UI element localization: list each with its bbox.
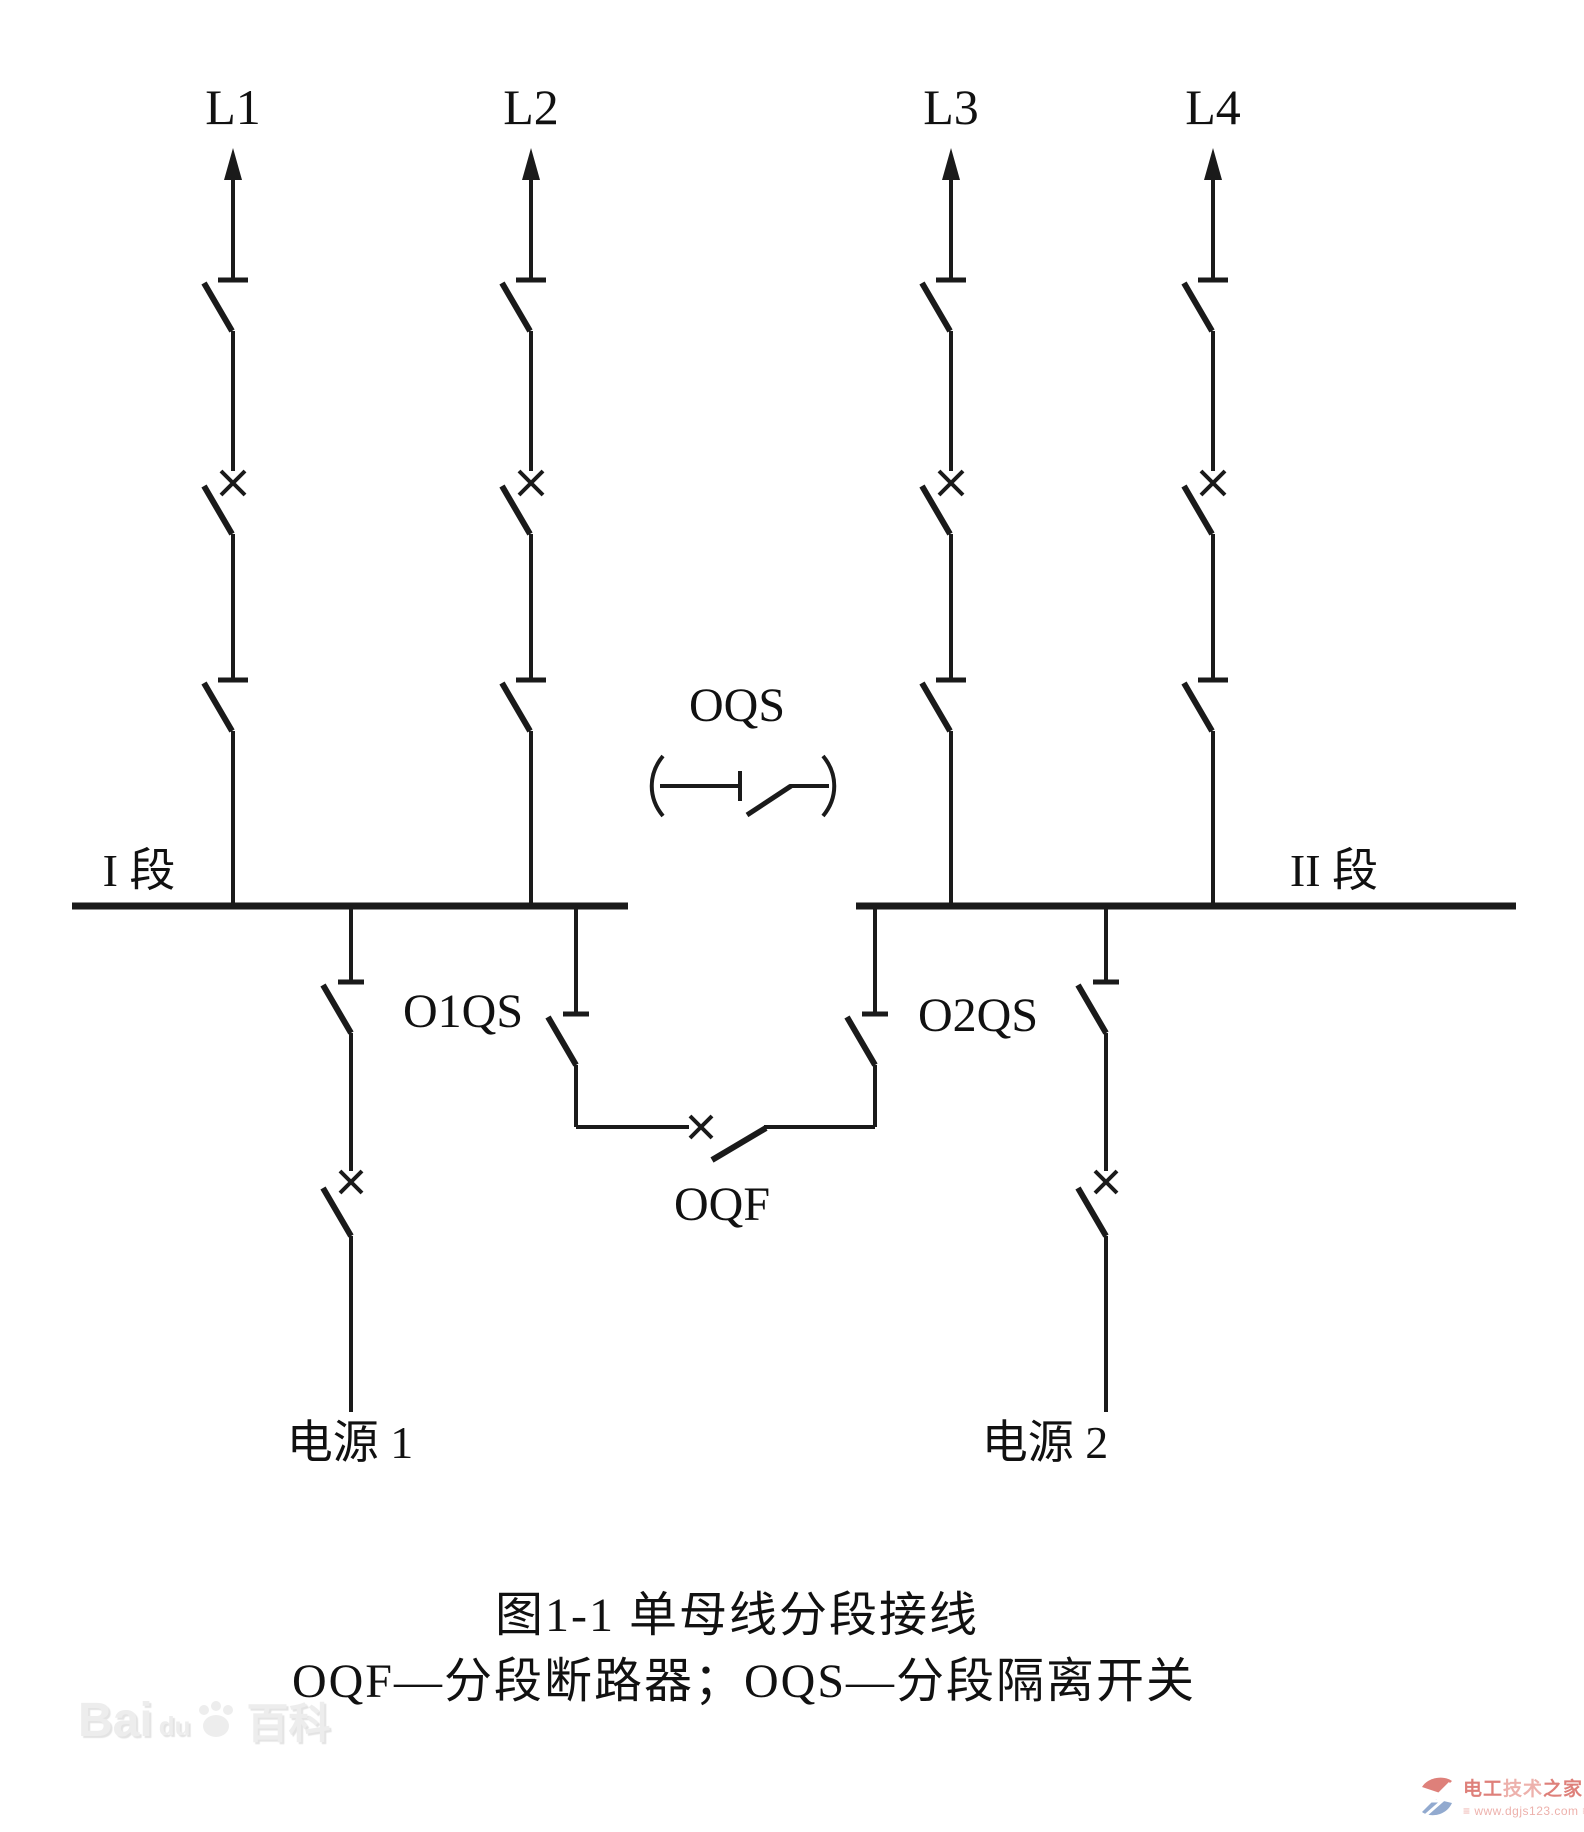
feeder-l2-symbol (502, 148, 546, 906)
baike-du-text: du (158, 1711, 191, 1741)
source-2-label: 电源 2 (981, 1417, 1109, 1468)
site-logo-icon (1422, 1777, 1452, 1817)
site-name: 电工技术之家 (1463, 1779, 1584, 1800)
bus-section-2-label: II 段 (1289, 845, 1379, 896)
source-1-label: 电源 1 (286, 1417, 414, 1468)
site-watermark: 电工技术之家 ≡ www.dgjs123.com ≡ (1414, 1766, 1584, 1826)
feeder-l3-symbol (922, 148, 966, 906)
figure-legend: OQF—分段断路器；OQS—分段隔离开关 (291, 1655, 1197, 1708)
source-1-branch-symbol (323, 906, 364, 1412)
o2qs-label: O2QS (917, 989, 1039, 1042)
site-url: ≡ www.dgjs123.com ≡ (1463, 1804, 1584, 1818)
o1qs-disconnector-symbol (548, 906, 589, 1127)
baidu-baike-watermark: Bai du 百科 (78, 1693, 330, 1747)
feeder-l1-label: L1 (205, 79, 261, 135)
oqs-label: OQS (688, 679, 786, 732)
baike-latin-text: Bai (78, 1693, 153, 1747)
bus-section-1-label: I 段 (102, 845, 176, 896)
o1qs-label: O1QS (402, 985, 524, 1038)
oqf-label: OQF (673, 1178, 771, 1231)
source-2-branch-symbol (1078, 906, 1119, 1412)
oqs-disconnector-symbol (649, 754, 837, 818)
baike-cn-text: 百科 (246, 1699, 331, 1747)
feeder-l1-symbol (204, 148, 248, 906)
figure-caption: 图1-1 单母线分段接线 (495, 1589, 979, 1642)
baidu-paw-icon (199, 1701, 234, 1737)
feeder-l4-symbol (1184, 148, 1228, 906)
feeder-l2-label: L2 (503, 79, 559, 135)
feeder-l4-label: L4 (1185, 79, 1241, 135)
feeder-l3-label: L3 (923, 79, 979, 135)
o2qs-disconnector-symbol (847, 906, 888, 1127)
oqf-breaker-symbol (576, 1114, 875, 1163)
